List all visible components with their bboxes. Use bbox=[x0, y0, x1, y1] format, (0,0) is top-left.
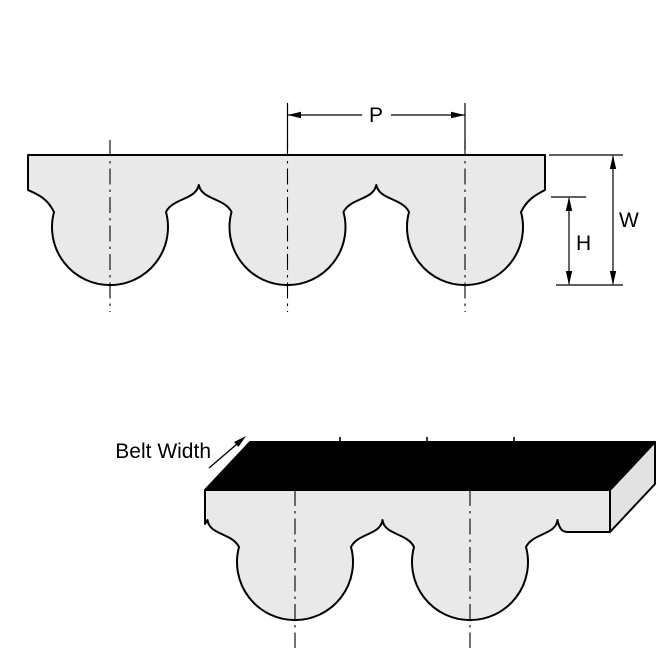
width-label: W bbox=[619, 209, 639, 232]
width-dimension-group: W bbox=[549, 154, 639, 286]
width-arrow-down bbox=[609, 271, 617, 285]
pitch-label: P bbox=[369, 104, 383, 127]
belt-3d-group: Belt Width bbox=[115, 436, 656, 648]
pitch-arrow-left bbox=[287, 111, 301, 119]
height-arrow-down bbox=[565, 271, 573, 285]
belt-3d-front-face bbox=[204, 489, 611, 622]
width-arrow-up bbox=[609, 155, 617, 169]
pitch-arrow-right bbox=[451, 111, 465, 119]
belt-width-arrow-line bbox=[208, 443, 238, 469]
pitch-dimension-group: P bbox=[286, 103, 466, 150]
height-label: H bbox=[576, 232, 591, 255]
belt-profile-2d-group bbox=[27, 140, 546, 312]
belt-width-label: Belt Width bbox=[115, 440, 211, 463]
height-arrow-up bbox=[565, 197, 573, 211]
belt-profile-2d bbox=[27, 154, 546, 287]
height-dimension-group: H bbox=[551, 196, 591, 285]
belt-width-arrowhead bbox=[234, 436, 246, 447]
belt-3d-top-face bbox=[204, 441, 656, 491]
